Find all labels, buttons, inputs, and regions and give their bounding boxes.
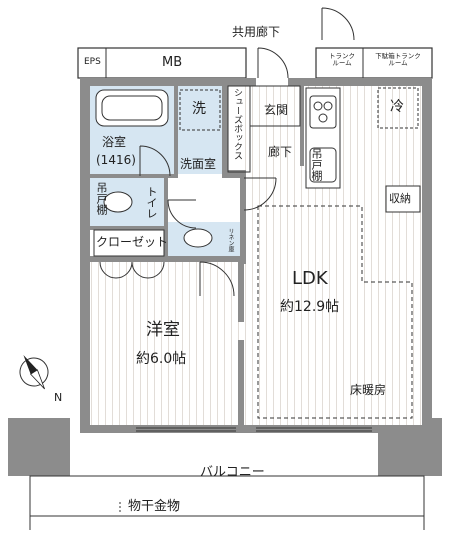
storage-label: 収納	[389, 192, 411, 205]
western-fill	[90, 262, 240, 425]
trunk-room-shoe-label: 下駄箱トランク ルーム	[375, 52, 421, 67]
entrance-label: 玄関	[264, 103, 289, 117]
bath-size-label: (1416)	[96, 153, 136, 167]
western-room-label: 洋室	[146, 320, 180, 340]
closet-label: クローゼット	[96, 235, 169, 249]
common-corridor-label: 共用廊下	[232, 25, 281, 39]
wash-label: 洗	[192, 101, 206, 117]
western-size-label: 約6.0帖	[136, 351, 187, 367]
bath-door-swing	[139, 145, 171, 177]
floor-heating-label: 床暖房	[350, 383, 387, 397]
fridge-label: 冷	[390, 99, 404, 115]
western-door-swing	[199, 261, 235, 297]
kitchen-counter	[305, 87, 341, 189]
mb-label: MB	[162, 55, 183, 70]
trunk-room-label: トランク ルーム	[329, 52, 355, 67]
toilet-door-swing	[167, 199, 197, 229]
ldk-label: LDK	[292, 268, 328, 289]
hanging-shelf-kitchen-label: 吊戸棚	[310, 148, 323, 181]
linen-label: リネン庫	[227, 228, 234, 252]
kitchen-sink	[309, 147, 337, 183]
storage-box	[385, 185, 421, 213]
balcony-windows	[136, 427, 372, 432]
balcony-label: バルコニー	[200, 465, 265, 480]
ldk-door-swing	[243, 177, 277, 211]
ldk-size-label: 約12.9帖	[280, 299, 340, 315]
interior-details	[29, 85, 425, 530]
closet-outline	[93, 229, 165, 257]
interior-walls	[90, 86, 304, 425]
corridor-door-swing	[321, 7, 355, 41]
compass	[19, 355, 49, 390]
hallway-label: 廊下	[268, 145, 293, 159]
shoe-box-outline	[227, 85, 251, 173]
stove	[309, 95, 337, 129]
trunk-room-box	[315, 47, 433, 79]
wash-basin	[183, 228, 213, 248]
balcony-outline	[29, 475, 425, 517]
bathtub	[95, 89, 169, 127]
shoe-box-label: シューズボックス	[232, 88, 242, 160]
washing-machine	[179, 89, 221, 131]
toilet-bowl	[103, 191, 133, 213]
drying-rack-marker	[119, 502, 177, 512]
entrance-door-swing	[257, 47, 289, 79]
washroom-label: 洗面室	[180, 157, 217, 171]
compass-n-label: N	[54, 391, 63, 404]
floor-heating-region	[257, 205, 413, 419]
eps-label: EPS	[84, 57, 101, 67]
room-fills	[90, 86, 422, 425]
drying-rack-label: 物干金物	[128, 499, 181, 514]
bath-label: 浴室	[102, 135, 127, 149]
hanging-shelf-toilet-label: 吊戸棚	[95, 182, 108, 215]
toilet-label: トイレ	[145, 186, 158, 219]
fridge-space	[377, 87, 419, 129]
corridor-structures	[77, 7, 433, 79]
